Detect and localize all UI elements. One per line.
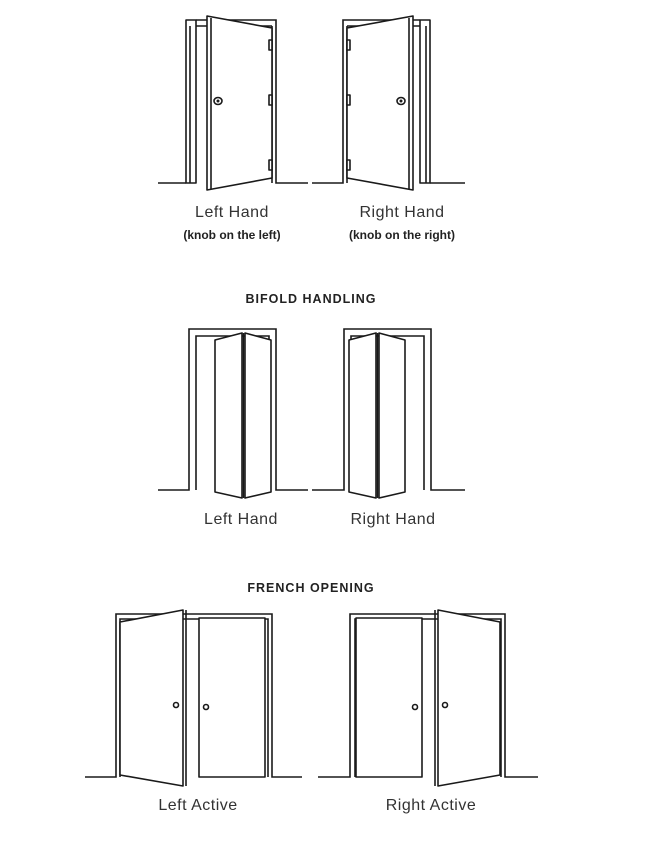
hinge-icon bbox=[268, 39, 273, 51]
right-hand-label: Right Hand bbox=[359, 204, 444, 221]
hinge-icon bbox=[268, 94, 273, 106]
hinge-icon bbox=[268, 159, 273, 171]
french-heading: FRENCH OPENING bbox=[247, 581, 374, 595]
knob-icon bbox=[411, 703, 419, 711]
bifold-left-hand-label: Left Hand bbox=[204, 511, 278, 528]
knob-icon bbox=[202, 703, 210, 711]
hinge-icon bbox=[346, 94, 351, 106]
left-hand-door-illustration bbox=[158, 15, 308, 191]
right-hand-note: (knob on the right) bbox=[349, 228, 455, 242]
knob-icon bbox=[441, 701, 449, 709]
bifold-left-hand-illustration bbox=[158, 328, 308, 499]
left-hand-note: (knob on the left) bbox=[183, 228, 280, 242]
right-active-label: Right Active bbox=[386, 797, 476, 814]
bifold-heading: BIFOLD HANDLING bbox=[246, 292, 377, 306]
french-left-active-illustration bbox=[85, 609, 302, 787]
right-hand-door-illustration bbox=[312, 15, 465, 191]
hinge-icon bbox=[346, 39, 351, 51]
bifold-right-hand-label: Right Hand bbox=[350, 511, 435, 528]
left-active-label: Left Active bbox=[158, 797, 237, 814]
left-hand-label: Left Hand bbox=[195, 204, 269, 221]
french-right-active-illustration bbox=[318, 609, 538, 787]
knob-icon bbox=[172, 701, 180, 709]
hinge-icon bbox=[346, 159, 351, 171]
bifold-right-hand-illustration bbox=[312, 328, 465, 499]
